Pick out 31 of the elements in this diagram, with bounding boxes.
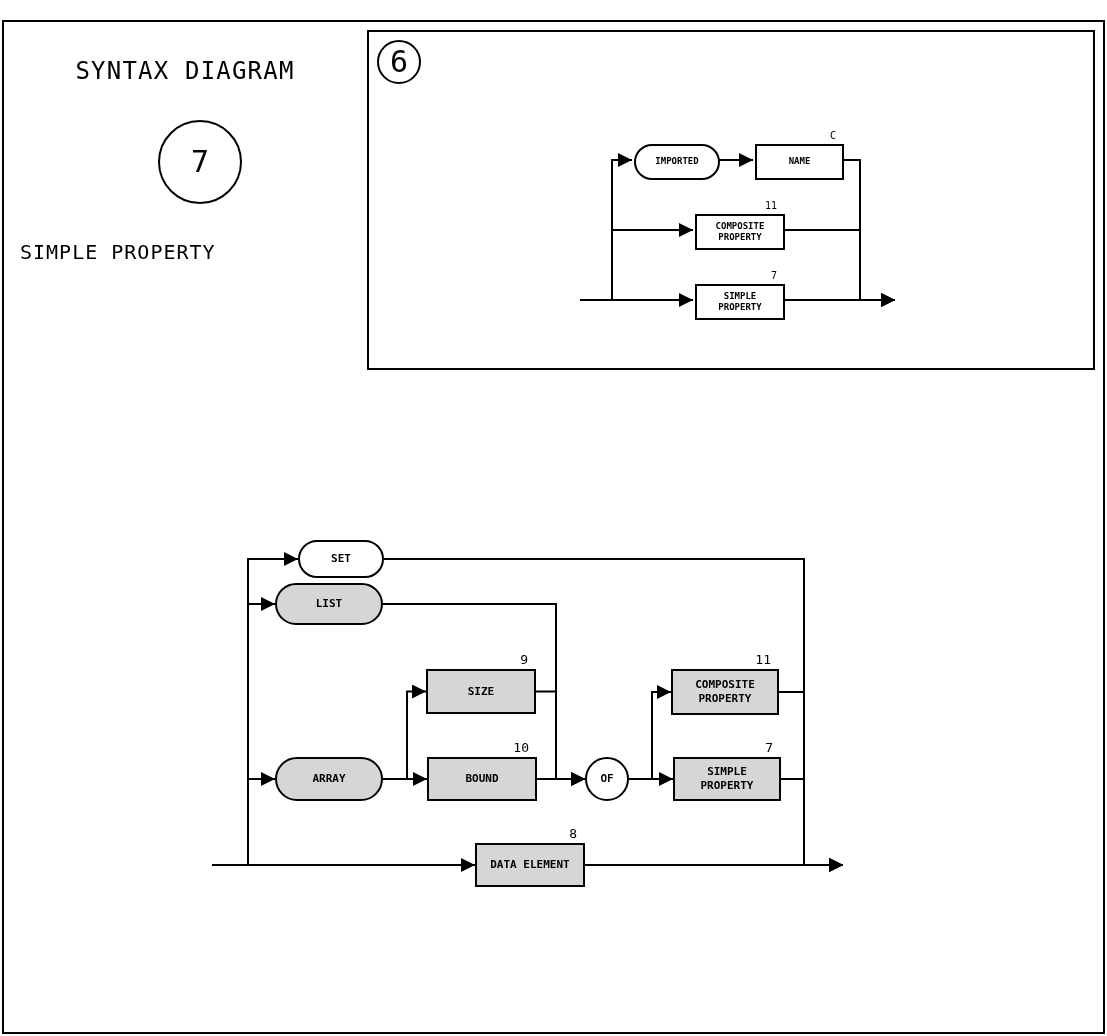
nonterminal-box: SIMPLE PROPERTY <box>673 757 781 801</box>
terminal-pill: IMPORTED <box>634 144 720 180</box>
nonterminal-box: NAME <box>755 144 844 180</box>
reference-number: 9 <box>519 653 528 666</box>
reference-number: C <box>828 131 836 141</box>
reference-number: 11 <box>754 653 771 666</box>
connector-arrow <box>579 293 694 307</box>
connector-arrow <box>628 772 674 786</box>
reference-number: 8 <box>568 827 577 840</box>
nonterminal-box: COMPOSITE PROPERTY <box>695 214 785 250</box>
nonterminal-box: SIZE <box>426 669 536 714</box>
connector-arrow <box>211 858 476 872</box>
nonterminal-box: COMPOSITE PROPERTY <box>671 669 779 715</box>
connector-arrow <box>782 293 896 307</box>
diagram-title: SYNTAX DIAGRAM <box>75 57 295 85</box>
connector-arrow <box>717 153 754 167</box>
terminal-pill: SET <box>298 540 384 578</box>
reference-number: 11 <box>763 201 777 211</box>
connector-arrow <box>382 772 428 786</box>
inset-panel <box>367 30 1095 370</box>
connector-arrow <box>584 858 844 872</box>
terminal-pill: ARRAY <box>275 757 383 801</box>
connector-arrow <box>382 603 586 786</box>
reference-number: 10 <box>512 741 529 754</box>
terminal-pill: LIST <box>275 583 383 625</box>
nonterminal-box: BOUND <box>427 757 537 801</box>
nonterminal-box: DATA ELEMENT <box>475 843 585 887</box>
nonterminal-box: SIMPLE PROPERTY <box>695 284 785 320</box>
reference-number: 7 <box>764 741 773 754</box>
diagram-subtitle: SIMPLE PROPERTY <box>20 239 216 266</box>
reference-number: 7 <box>769 271 777 281</box>
